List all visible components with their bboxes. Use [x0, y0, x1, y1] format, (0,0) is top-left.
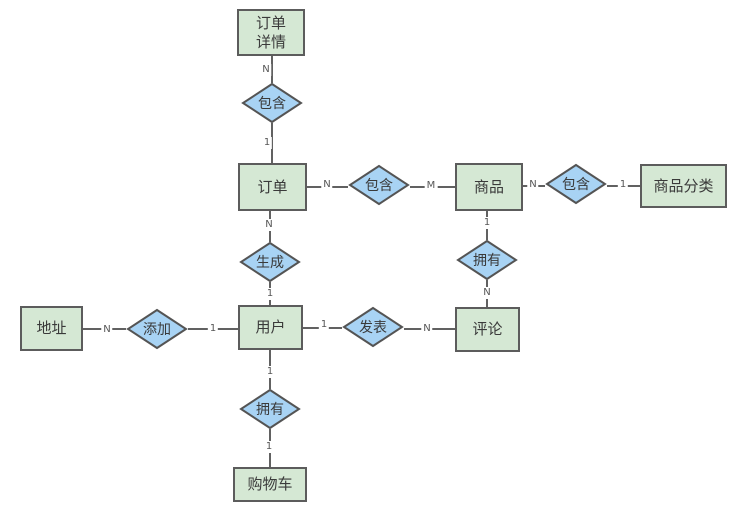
relation-generate-label: 生成	[256, 255, 284, 271]
cardinality-contains-order-1: 1	[261, 137, 273, 149]
connector-order-details-contains	[271, 56, 273, 83]
cardinality-order-details-n: N	[260, 64, 272, 76]
relation-publish: 发表	[342, 306, 404, 348]
diamond-shape	[241, 82, 303, 124]
entity-cart-label: 购物车	[247, 475, 293, 494]
cardinality-user-own2-1: 1	[264, 366, 276, 378]
diamond-shape	[239, 388, 301, 430]
diamond-shape	[348, 164, 410, 206]
entity-user: 用户	[238, 305, 303, 350]
cardinality-product-own-1: 1	[481, 217, 493, 229]
relation-contains-product: 包含	[348, 164, 410, 206]
relation-contains-category-label: 包含	[562, 177, 590, 193]
diamond-shape	[126, 308, 188, 350]
entity-comment: 评论	[455, 307, 520, 352]
relation-publish-label: 发表	[359, 320, 387, 336]
relation-own-cart: 拥有	[239, 388, 301, 430]
entity-user-label: 用户	[255, 318, 286, 337]
entity-address-label: 地址	[36, 319, 67, 338]
cardinality-own-comment-n: N	[481, 287, 493, 299]
entity-order: 订单	[238, 163, 307, 211]
diamond-shape	[239, 241, 301, 283]
relation-own-cart-label: 拥有	[256, 402, 284, 418]
entity-order-details: 订单 详情	[237, 9, 305, 56]
entity-order-details-label: 订单 详情	[255, 13, 286, 51]
entity-cart: 购物车	[233, 467, 307, 502]
relation-generate: 生成	[239, 241, 301, 283]
cardinality-generate-user-1: 1	[264, 288, 276, 300]
cardinality-own2-cart-1: 1	[263, 441, 275, 453]
entity-address: 地址	[20, 306, 83, 351]
diamond-shape	[342, 306, 404, 348]
entity-product-category-label: 商品分类	[653, 176, 714, 195]
relation-contains-category: 包含	[545, 163, 607, 205]
relation-add-address: 添加	[126, 308, 188, 350]
relation-contains-product-label: 包含	[365, 178, 393, 194]
relation-own-comment: 拥有	[456, 239, 518, 281]
entity-product-label: 商品	[473, 177, 504, 196]
relation-contains-order-details-label: 包含	[258, 96, 286, 112]
cardinality-order-generate-n: N	[263, 219, 275, 231]
cardinality-address-n: N	[101, 324, 113, 336]
cardinality-add-user-1: 1	[207, 323, 219, 335]
cardinality-product-n: N	[527, 179, 539, 191]
relation-contains-order-details: 包含	[241, 82, 303, 124]
entity-product-category: 商品分类	[640, 164, 727, 208]
entity-product: 商品	[455, 163, 523, 211]
cardinality-product-m: M	[424, 180, 438, 192]
relation-own-comment-label: 拥有	[473, 253, 501, 269]
entity-order-label: 订单	[257, 177, 288, 196]
diamond-shape	[545, 163, 607, 205]
cardinality-order-n: N	[321, 179, 333, 191]
cardinality-category-1: 1	[617, 179, 629, 191]
cardinality-publish-comment-n: N	[421, 323, 433, 335]
cardinality-user-publish-1: 1	[318, 319, 330, 331]
relation-add-address-label: 添加	[143, 322, 171, 338]
entity-comment-label: 评论	[472, 320, 503, 339]
diamond-shape	[456, 239, 518, 281]
